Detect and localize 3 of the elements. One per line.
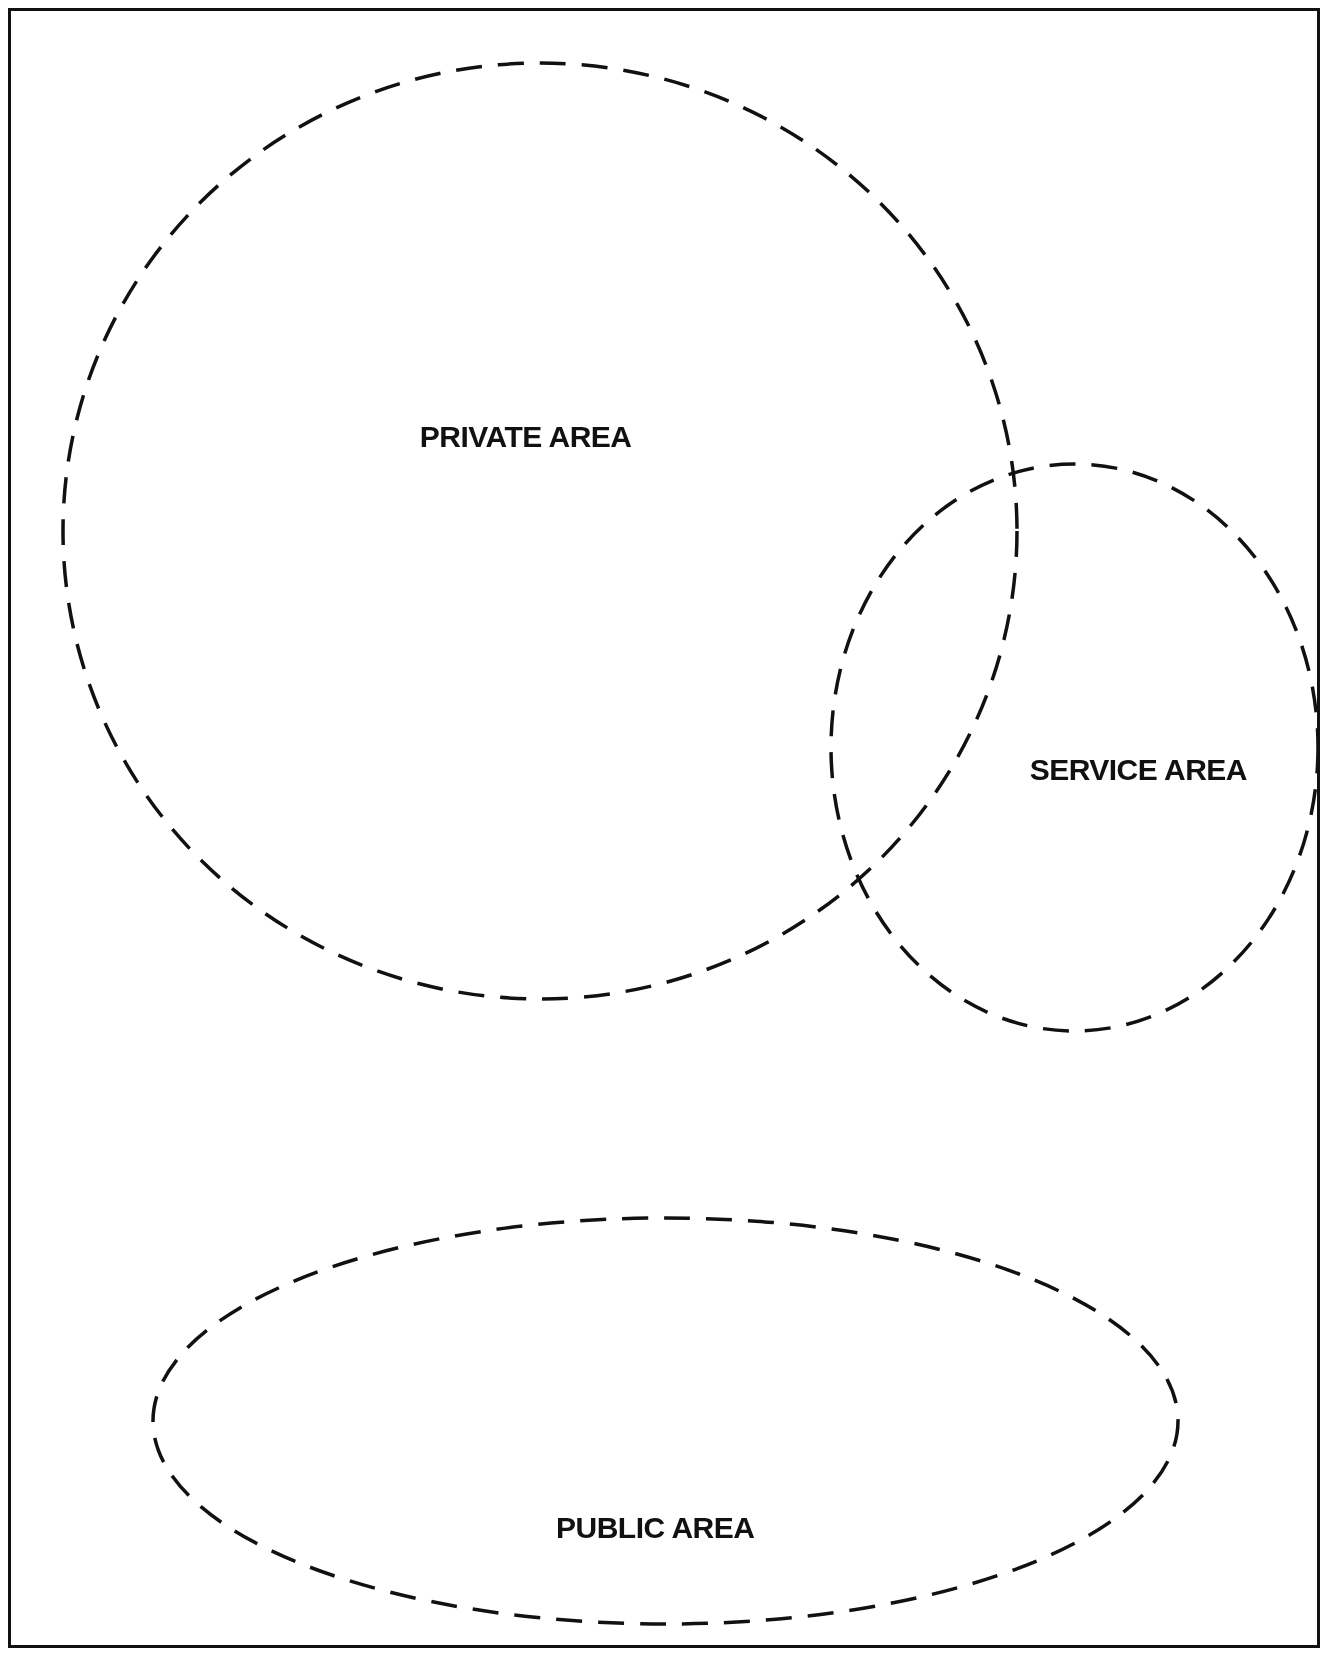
zone-label: PRIVATE AREA (419, 420, 632, 454)
zone-label: SERVICE AREA (1029, 753, 1247, 788)
zone-label: PUBLIC AREA (556, 1510, 755, 1545)
